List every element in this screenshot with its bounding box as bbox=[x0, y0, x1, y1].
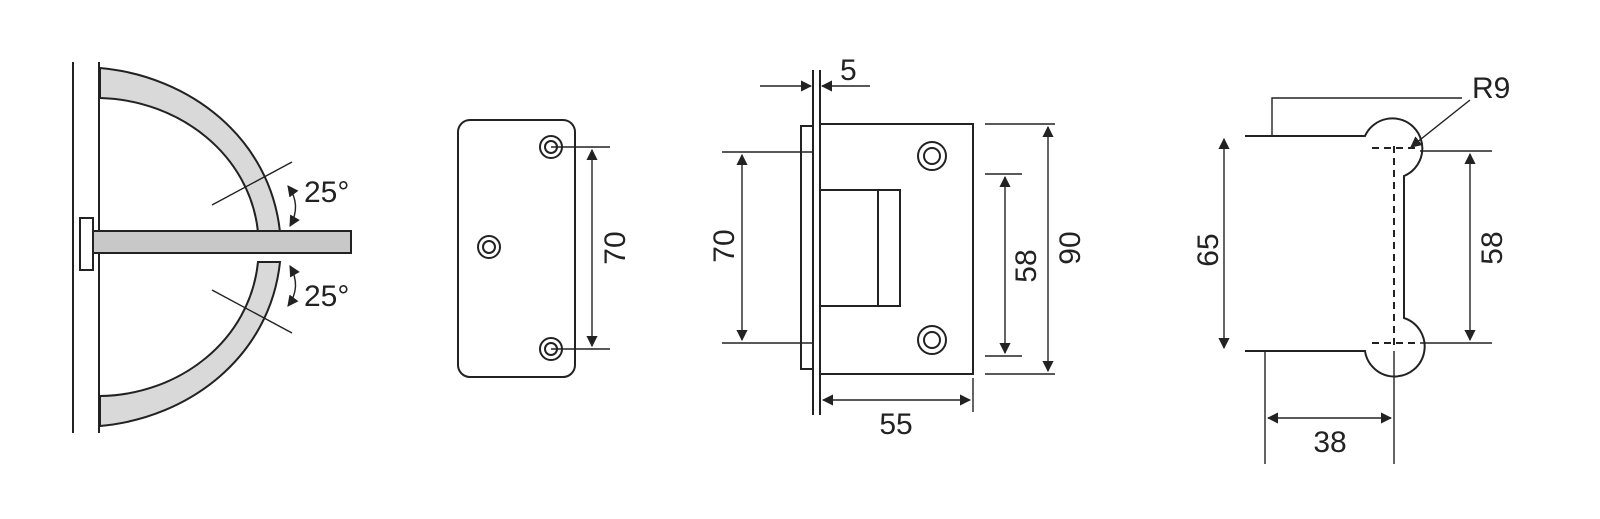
swing-limit-line-down bbox=[211, 289, 293, 334]
screw-middle bbox=[477, 235, 501, 259]
profile-height-label: 65 bbox=[1192, 233, 1225, 266]
screw-top bbox=[917, 141, 947, 171]
cover-plate-view: 70 bbox=[457, 119, 632, 378]
radius-leader bbox=[1410, 99, 1471, 148]
radius-label: R9 bbox=[1472, 72, 1510, 105]
profile-depth-label: 38 bbox=[1313, 426, 1346, 459]
side-overall-height-label: 90 bbox=[1054, 231, 1087, 264]
cover-hole-spacing-label: 70 bbox=[599, 231, 632, 264]
wall-bracket bbox=[79, 217, 94, 271]
leader-line bbox=[1271, 97, 1462, 136]
plate-thickness-label: 5 bbox=[840, 54, 857, 87]
side-inner-height-label: 58 bbox=[1010, 249, 1043, 282]
angle-up-arrow bbox=[287, 185, 300, 227]
screw-bottom bbox=[917, 325, 947, 355]
side-view: 5 70 58 90 55 bbox=[708, 54, 1087, 441]
swing-view: 25° 25° bbox=[72, 62, 352, 433]
hinge-knuckle bbox=[819, 189, 901, 307]
profile-inner-height-label: 58 bbox=[1476, 231, 1509, 264]
angle-down-arrow bbox=[287, 265, 300, 307]
side-body-width-label: 55 bbox=[879, 408, 912, 441]
angle-down-label: 25° bbox=[304, 280, 349, 313]
glass-clamp-plate bbox=[800, 125, 814, 370]
cover-plate bbox=[457, 119, 576, 378]
swing-limit-line-up bbox=[211, 161, 293, 206]
angle-up-label: 25° bbox=[304, 176, 349, 209]
side-hole-spacing-label: 70 bbox=[708, 229, 741, 262]
swing-arc-band-lower bbox=[99, 261, 282, 428]
profile-outline bbox=[1245, 117, 1426, 378]
glass-panel bbox=[89, 230, 352, 254]
swing-arc-band bbox=[99, 66, 282, 233]
profile-view: R9 65 58 38 bbox=[1192, 72, 1510, 464]
